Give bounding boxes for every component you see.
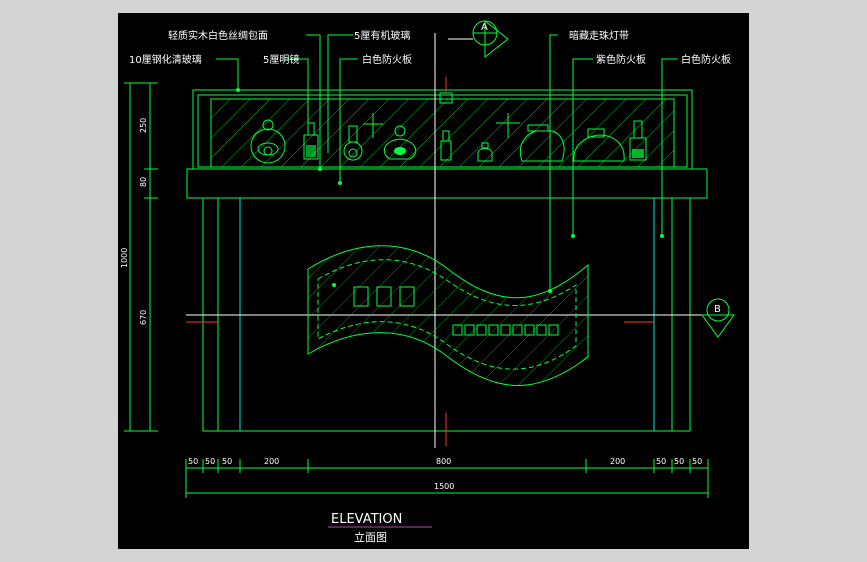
drawing-title: ELEVATION 立面图	[328, 512, 432, 544]
cabinet-body	[186, 33, 708, 448]
dim-670: 670	[139, 310, 148, 325]
dim-1000: 1000	[120, 248, 129, 268]
label-white-board-right: 白色防火板	[681, 53, 731, 66]
counter-top	[186, 168, 708, 199]
section-marker-b: B	[701, 298, 735, 338]
label-organic-glass: 5厘有机玻璃	[354, 29, 410, 42]
section-a-letter: A	[481, 22, 488, 33]
perfume-bottles	[250, 119, 647, 164]
label-white-board-left: 白色防火板	[362, 53, 412, 66]
dim-bottom-4: 200	[264, 457, 279, 466]
section-marker-a: A	[448, 19, 509, 59]
label-wood-cover: 轻质实木白色丝绸包面	[168, 29, 268, 42]
section-b-letter: B	[714, 304, 721, 315]
dim-bottom-7: 50	[656, 457, 666, 466]
bottom-dimensions: 50 50 50 200 800 200 50 50 50 1500	[185, 457, 709, 498]
cad-drawing-area: 轻质实木白色丝绸包面 5厘有机玻璃 暗藏走珠灯带 10厘钢化清玻璃 5厘明镜 白…	[118, 13, 749, 549]
dim-bottom-1: 50	[188, 457, 198, 466]
dim-total: 1500	[434, 482, 454, 491]
leader-lines	[216, 34, 678, 293]
vertical-dimensions: 250 80 1000 670	[120, 82, 158, 432]
dim-bottom-2: 50	[205, 457, 215, 466]
dim-bottom-8: 50	[674, 457, 684, 466]
dim-bottom-9: 50	[692, 457, 702, 466]
label-hidden-light: 暗藏走珠灯带	[569, 29, 629, 42]
elevation-drawing: 轻质实木白色丝绸包面 5厘有机玻璃 暗藏走珠灯带 10厘钢化清玻璃 5厘明镜 白…	[120, 19, 735, 544]
label-purple-board: 紫色防火板	[596, 53, 646, 66]
display-case-top	[187, 77, 693, 170]
dim-bottom-3: 50	[222, 457, 232, 466]
title-en: ELEVATION	[331, 512, 402, 527]
dim-bottom-6: 200	[610, 457, 625, 466]
title-cn: 立面图	[354, 530, 387, 544]
dim-250: 250	[139, 118, 148, 133]
dim-bottom-5: 800	[436, 457, 451, 466]
label-tempered-glass: 10厘钢化清玻璃	[129, 53, 202, 66]
dim-80: 80	[139, 177, 148, 187]
wave-panel	[307, 245, 589, 386]
label-mirror: 5厘明镜	[263, 53, 299, 66]
